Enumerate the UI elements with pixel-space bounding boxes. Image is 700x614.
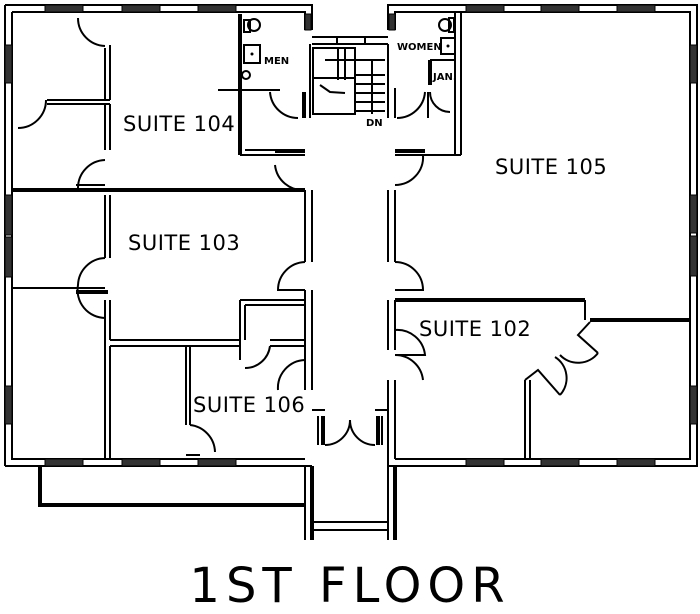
stairs <box>312 47 385 115</box>
windows <box>4 4 698 467</box>
entrance-and-ramp <box>38 466 397 540</box>
room-label-suite-106: SUITE 106 <box>193 393 305 417</box>
floor-title: 1ST FLOOR <box>189 558 510 614</box>
door-swings <box>17 17 599 453</box>
room-label-suite-102: SUITE 102 <box>419 317 531 341</box>
plumbing-fixtures <box>241 17 456 80</box>
room-label-suite-105: SUITE 105 <box>495 155 607 179</box>
room-label-suite-104: SUITE 104 <box>123 112 235 136</box>
room-labels: SUITE 104 SUITE 105 SUITE 103 SUITE 102 … <box>123 42 607 417</box>
interior-walls <box>12 12 690 466</box>
stair-down-label: DN <box>366 118 383 129</box>
exterior-walls <box>4 4 698 467</box>
room-label-suite-103: SUITE 103 <box>128 231 240 255</box>
restroom-label-women: WOMEN <box>397 42 442 53</box>
janitor-label: JAN. <box>432 72 457 83</box>
restroom-label-men: MEN <box>264 56 289 67</box>
